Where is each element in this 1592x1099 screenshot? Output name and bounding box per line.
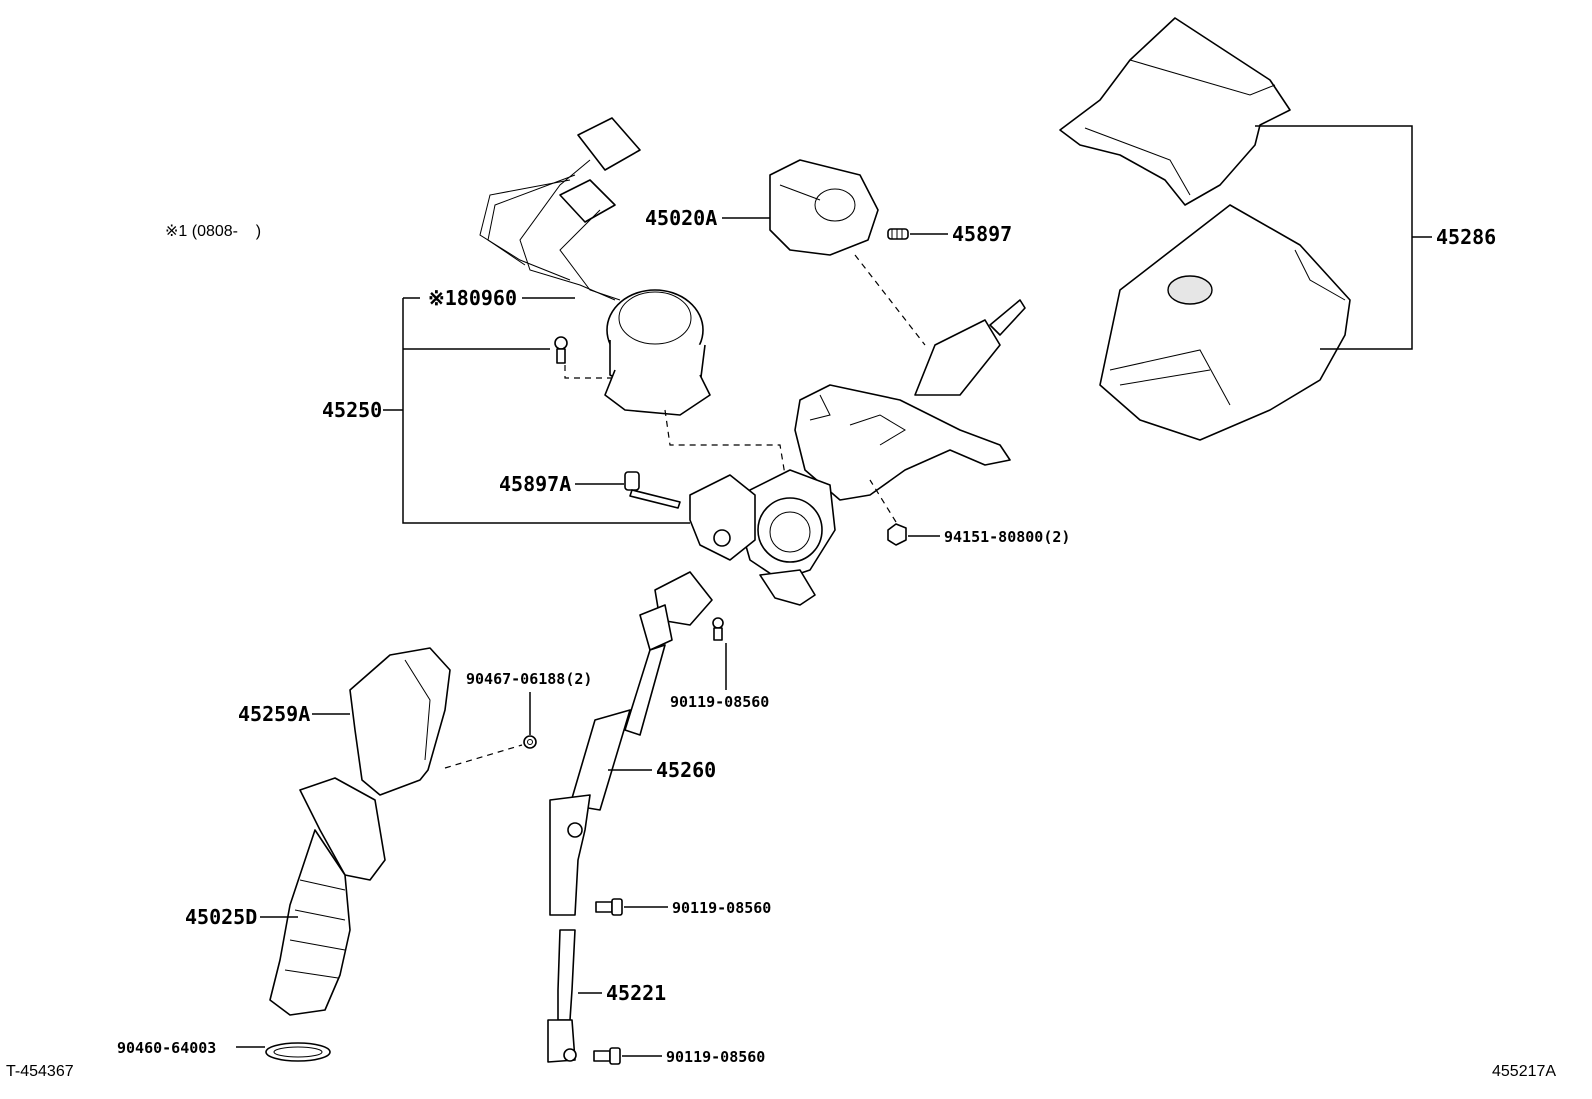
label-45897A: 45897A	[499, 472, 571, 496]
clip-90467	[523, 735, 537, 749]
boot-45025D	[269, 777, 386, 1016]
leader-45250	[383, 297, 690, 524]
illustration-code-right: 455217A	[1492, 1063, 1556, 1080]
lower-column-cover	[1099, 204, 1351, 441]
label-90119-b: 90119-08560	[672, 899, 771, 917]
label-180960: ※180960	[428, 286, 517, 310]
label-45897: 45897	[952, 222, 1012, 246]
label-90119-c: 90119-08560	[666, 1048, 765, 1066]
wire-harness	[479, 117, 641, 301]
dash-motor-column	[664, 409, 791, 506]
label-45025D: 45025D	[185, 905, 257, 929]
illustration-code-left: T-454367	[6, 1063, 74, 1080]
bolt-90119-b	[595, 898, 623, 916]
label-45259A: 45259A	[238, 702, 310, 726]
label-90460: 90460-64003	[117, 1039, 216, 1057]
dash-45020A-column	[854, 254, 926, 346]
lower-shaft-45221	[547, 929, 577, 1063]
upper-column-cover	[1059, 17, 1291, 206]
bolt-90119-a	[712, 617, 724, 641]
switch-body-45020A	[769, 159, 879, 256]
steering-column	[689, 299, 1026, 606]
label-94151: 94151-80800(2)	[944, 528, 1070, 546]
bolt-45897A	[624, 471, 681, 509]
cover-plate-45259A	[349, 647, 451, 796]
label-45286: 45286	[1436, 225, 1496, 249]
motor-screw	[554, 336, 568, 364]
dash-nut-column	[869, 479, 897, 523]
clamp-90460	[265, 1042, 331, 1062]
label-45250: 45250	[322, 398, 382, 422]
applicability-note: ※1 (0808- )	[165, 223, 261, 240]
bolt-90119-c	[593, 1047, 621, 1065]
intermediate-shaft	[549, 571, 713, 916]
label-45260: 45260	[656, 758, 716, 782]
screw-45897	[887, 228, 909, 240]
leader-45286	[1255, 125, 1432, 350]
dash-clip-cover	[444, 744, 523, 769]
motor-assembly	[604, 289, 711, 416]
label-90467: 90467-06188(2)	[466, 670, 592, 688]
dash-screw-motor	[564, 365, 612, 379]
nut-94151	[887, 523, 907, 546]
label-45221: 45221	[606, 981, 666, 1005]
label-45020A: 45020A	[645, 206, 717, 230]
label-90119-a: 90119-08560	[670, 693, 769, 711]
